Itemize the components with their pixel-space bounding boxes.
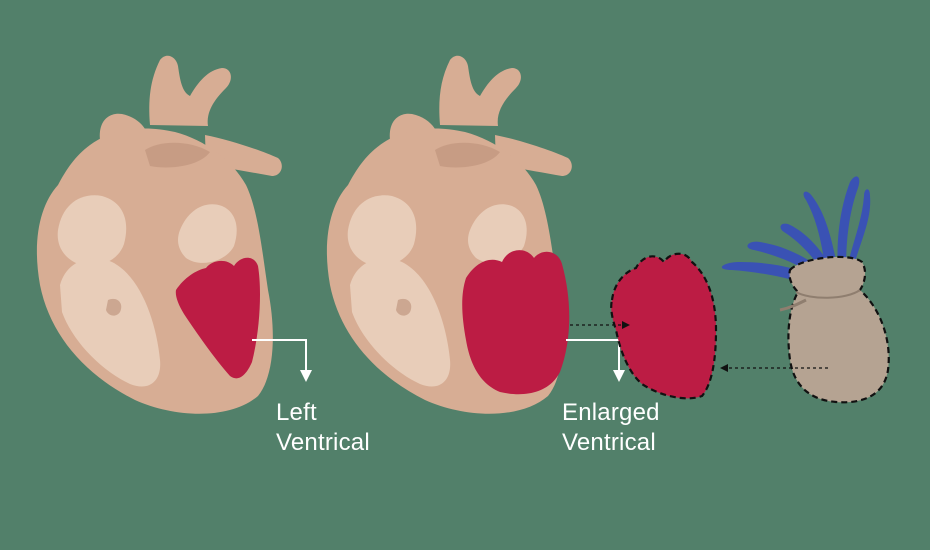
label-left-ventrical: Left Ventrical: [276, 398, 370, 458]
vase-illustration: [721, 176, 890, 404]
label-enlarged-ventrical: Enlarged Ventrical: [562, 398, 660, 458]
label-enlarged-line1: Enlarged: [562, 399, 660, 426]
label-enlarged-line2: Ventrical: [562, 429, 656, 456]
vase-body: [787, 255, 890, 404]
enlarged-heart: [326, 55, 625, 414]
label-left-line1: Left: [276, 399, 317, 426]
normal-heart: [36, 55, 312, 414]
isolated-enlarged-ventricle: [610, 252, 718, 400]
connector-heart-to-ventricle: [570, 321, 630, 329]
pointer-arrow-enlarged: [566, 339, 620, 372]
enlarged-ventricle-in-heart: [462, 250, 570, 395]
connector-vase-to-ventricle: [720, 364, 828, 372]
pointer-arrow-normal: [252, 339, 307, 372]
left-ventricle-normal: [175, 257, 260, 379]
label-left-line2: Ventrical: [276, 429, 370, 456]
